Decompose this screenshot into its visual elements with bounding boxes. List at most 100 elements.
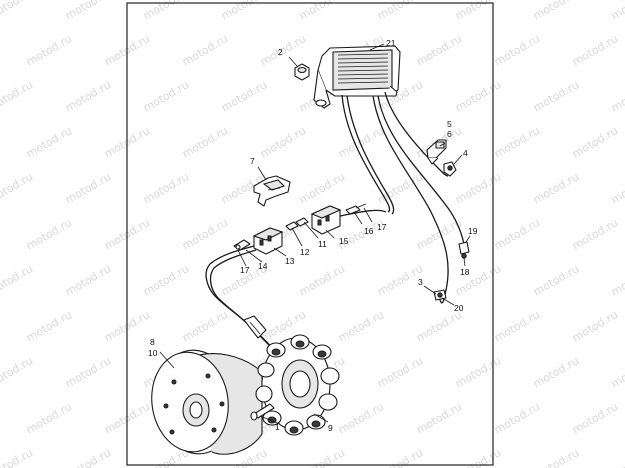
watermark-text: motod.ru [492,32,542,68]
wire-grommet [243,315,267,339]
watermark-text: motod.ru [570,124,620,160]
watermark-text: motod.ru [492,308,542,344]
watermark-text: motod.ru [609,354,625,390]
callout-17-upper: 17 [377,222,387,232]
watermark-text: motod.ru [63,0,113,23]
hex-nut [294,63,310,81]
watermark-text: motod.ru [531,354,581,390]
callout-5: 5 [447,119,452,129]
voltage-regulator [313,45,401,109]
watermark-text: motod.ru [492,124,542,160]
watermark-text: motod.ru [258,32,308,68]
regulator-connector [310,205,342,235]
watermark-text: motod.ru [219,78,269,114]
watermark-text: motod.ru [531,0,581,23]
stator-assembly [255,334,340,436]
callout-3: 3 [418,277,423,287]
regulator-wires [341,91,465,304]
watermark-text: motod.ru [0,262,35,298]
watermark-text: motod.ru [141,262,191,298]
leader-lines [159,43,471,425]
watermark-text: motod.ru [414,308,464,344]
watermark-text: motod.ru [180,308,230,344]
watermark-text: motod.ru [492,400,542,436]
callout-2: 2 [278,47,283,57]
watermark-text: motod.ru [570,308,620,344]
callout-16: 16 [364,226,374,236]
terminal-12 [285,221,299,231]
watermark-text: motod.ru [414,32,464,68]
ground-terminal [433,289,447,301]
watermark-text: motod.ru [63,446,113,468]
stator-connector [252,227,284,255]
callout-10: 10 [148,348,158,358]
watermark-text: motod.ru [63,170,113,206]
watermark-text: motod.ru [609,78,625,114]
diagram-frame [126,2,494,466]
watermark-text: motod.ru [0,170,35,206]
callout-21: 21 [386,38,396,48]
callout-14: 14 [258,261,268,271]
watermark-text: motod.ru [453,170,503,206]
callout-11: 11 [318,239,327,249]
watermark-text: motod.ru [24,216,74,252]
connector-to-regulator-wire [339,209,387,217]
stator-screw [250,403,275,421]
callout-4: 4 [463,148,468,158]
watermark-text: motod.ru [0,446,35,468]
watermark-text: motod.ru [297,170,347,206]
watermark-text: motod.ru [141,78,191,114]
rotor-flywheel [151,349,263,455]
terminal-14 [233,239,251,251]
watermark-text: motod.ru [180,124,230,160]
watermark-text: motod.ru [531,78,581,114]
callout-1: 1 [275,422,280,432]
watermark-text: motod.ru [609,446,625,468]
watermark-text: motod.ru [375,354,425,390]
watermark-text: motod.ru [24,400,74,436]
terminal-16 [345,203,367,215]
callout-12: 12 [300,247,310,257]
watermark-text: motod.ru [336,308,386,344]
watermark-text: motod.ru [0,0,35,23]
watermark-text: motod.ru [414,400,464,436]
watermark-text: motod.ru [492,216,542,252]
watermark-text: motod.ru [63,262,113,298]
watermark-text: motod.ru [297,262,347,298]
terminal-18-19 [458,241,470,259]
watermark-text: motod.ru [609,170,625,206]
callout-6: 6 [447,129,452,139]
callout-19: 19 [468,226,478,236]
callout-9: 9 [328,423,333,433]
connector-housing [426,139,447,165]
watermark-text: motod.ru [336,400,386,436]
watermark-text: motod.ru [531,170,581,206]
watermark-text: motod.ru [24,32,74,68]
mounting-bracket [253,175,291,207]
wire-clip [443,161,457,177]
callout-13: 13 [285,256,295,266]
watermark-text: motod.ru [570,216,620,252]
watermark-text: motod.ru [0,354,35,390]
watermark-text: motod.ru [24,124,74,160]
watermark-text: motod.ru [531,262,581,298]
callout-17-lower: 17 [240,265,250,275]
watermark-text: motod.ru [180,216,230,252]
callout-18: 18 [460,267,470,277]
watermark-text: motod.ru [63,78,113,114]
callout-8: 8 [150,337,155,347]
watermark-text: motod.ru [570,32,620,68]
watermark-text: motod.ru [609,0,625,23]
watermark-text: motod.ru [570,400,620,436]
callout-15: 15 [339,236,349,246]
callout-labels: 21 2 5 6 4 7 16 17 15 11 12 13 14 17 19 … [148,38,478,433]
watermark-text: motod.ru [141,170,191,206]
watermark-text: motod.ru [0,78,35,114]
watermark-text: motod.ru [63,354,113,390]
callout-7: 7 [250,156,255,166]
watermark-text: motod.ru [609,262,625,298]
watermark-text: motod.ru [258,124,308,160]
terminal-11 [295,217,309,227]
watermark-text: motod.ru [24,308,74,344]
